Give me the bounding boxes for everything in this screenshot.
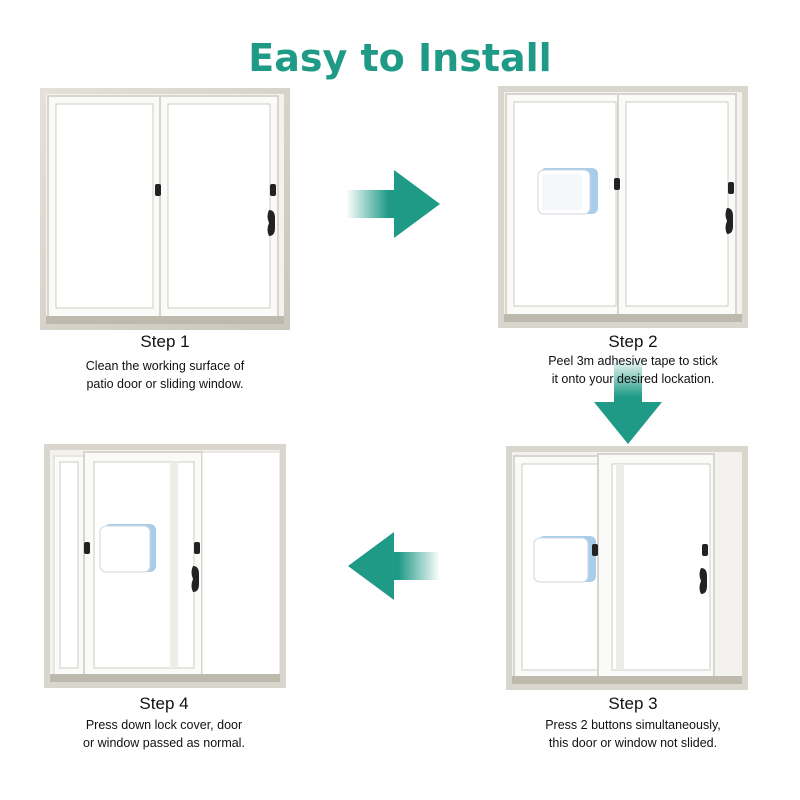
step2-description: Peel 3m adhesive tape to stick it onto y… (498, 352, 768, 388)
step1-desc-line2: patio door or sliding window. (86, 377, 244, 391)
step4-title: Step 4 (139, 694, 189, 713)
step2-title: Step 2 (608, 332, 658, 351)
step1-description: Clean the working surface of patio door … (40, 357, 290, 393)
step4-description: Press down lock cover, door or window pa… (34, 716, 294, 752)
lock-device-icon (537, 168, 598, 215)
arrow-left-icon (348, 532, 440, 600)
step1-desc-line1: Clean the working surface of (85, 359, 245, 373)
step3-title: Step 3 (608, 694, 658, 713)
lock-device-icon (99, 524, 156, 573)
step3-desc-line2: this door or window not slided. (548, 736, 718, 750)
step3-desc-line1: Press 2 buttons simultaneously, (545, 718, 721, 732)
step4-desc-line1: Press down lock cover, door (85, 718, 243, 732)
step1-door-illustration (40, 88, 290, 330)
page-title: Easy to Install (248, 36, 552, 80)
step1-title: Step 1 (140, 332, 190, 351)
step4-desc-line2: or window passed as normal. (83, 736, 245, 750)
step3-description: Press 2 buttons simultaneously, this doo… (498, 716, 768, 752)
lock-device-icon (533, 536, 596, 583)
step4-door-illustration (44, 444, 286, 688)
step2-desc-line2: it onto your desired lockation. (551, 372, 715, 386)
step2-door-illustration (498, 86, 748, 328)
arrow-right-icon (346, 170, 440, 238)
step2-desc-line1: Peel 3m adhesive tape to stick (548, 354, 718, 368)
arrow-down-icon (594, 358, 662, 444)
step3-door-illustration (506, 446, 748, 690)
